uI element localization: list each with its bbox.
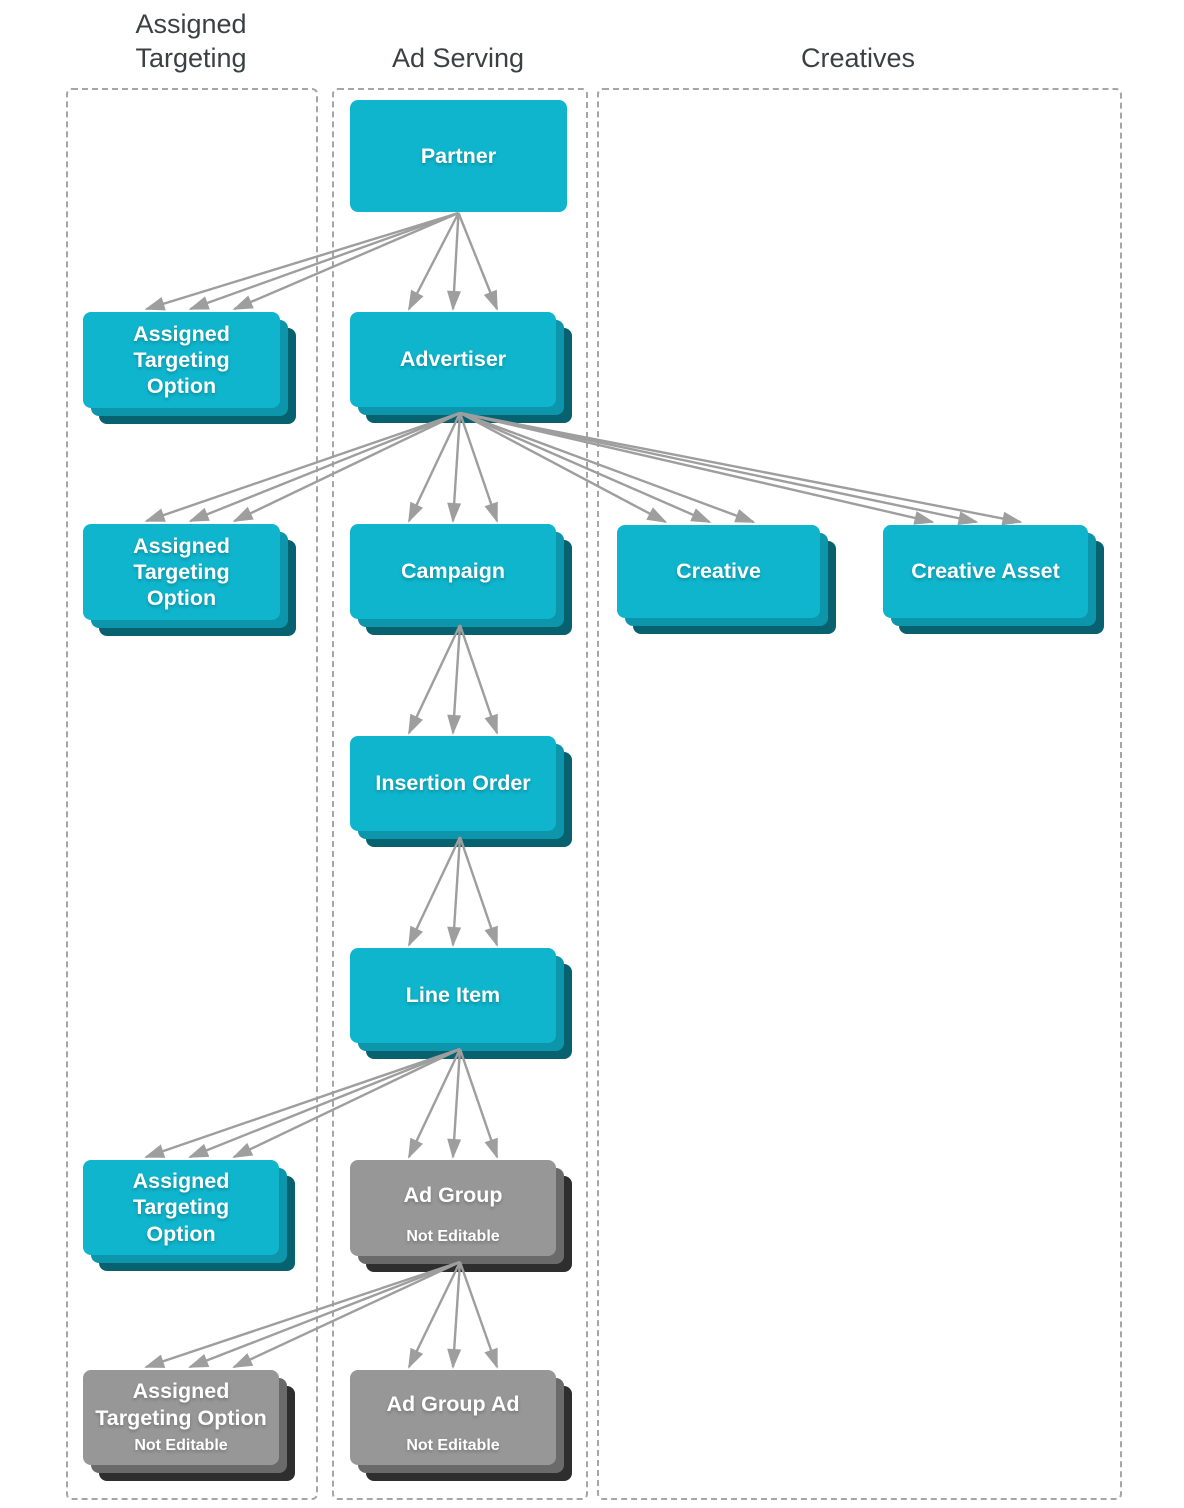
- node-sublabel: Not Editable: [406, 1228, 500, 1245]
- node-label: Campaign: [401, 559, 505, 584]
- node-partner: Partner: [350, 100, 567, 212]
- column-header-assigned-targeting: Assigned Targeting: [135, 9, 247, 73]
- node-label: Assigned Targeting Option: [133, 321, 230, 399]
- column-creatives: [597, 88, 1122, 1500]
- node-creative: Creative: [617, 525, 820, 618]
- node-label: Assigned Targeting Option: [132, 1169, 230, 1246]
- node-label: Creative Asset: [911, 559, 1060, 584]
- node-sublabel: Not Editable: [134, 1437, 228, 1454]
- node-ato-partner: Assigned Targeting Option: [83, 312, 280, 408]
- node-label: Ad Group: [403, 1182, 503, 1207]
- node-label: Ad Group Ad: [386, 1392, 520, 1417]
- node-creative-asset: Creative Asset: [883, 525, 1088, 618]
- column-header-creatives: Creatives: [800, 43, 916, 73]
- node-label: Assigned Targeting Option: [133, 533, 230, 611]
- node-ato-line-item: Assigned Targeting Option: [83, 1160, 279, 1255]
- node-label: Partner: [420, 143, 497, 168]
- column-ad-serving: [332, 88, 588, 1500]
- node-label: Advertiser: [399, 347, 507, 372]
- node-ad-group-ad: Ad Group Ad Not Editable: [350, 1370, 556, 1465]
- node-label: Line Item: [405, 983, 501, 1008]
- node-label: Insertion Order: [375, 771, 531, 796]
- column-header-ad-serving: Ad Serving: [391, 43, 525, 73]
- node-sublabel: Not Editable: [406, 1437, 500, 1454]
- node-campaign: Campaign: [350, 524, 556, 619]
- node-label: Creative: [676, 559, 761, 584]
- node-label: Assigned Targeting Option: [95, 1379, 267, 1430]
- column-assigned-targeting: [66, 88, 318, 1500]
- node-line-item: Line Item: [350, 948, 556, 1043]
- node-advertiser: Advertiser: [350, 312, 556, 407]
- node-ato-advertiser: Assigned Targeting Option: [83, 524, 280, 620]
- node-insertion-order: Insertion Order: [350, 736, 556, 831]
